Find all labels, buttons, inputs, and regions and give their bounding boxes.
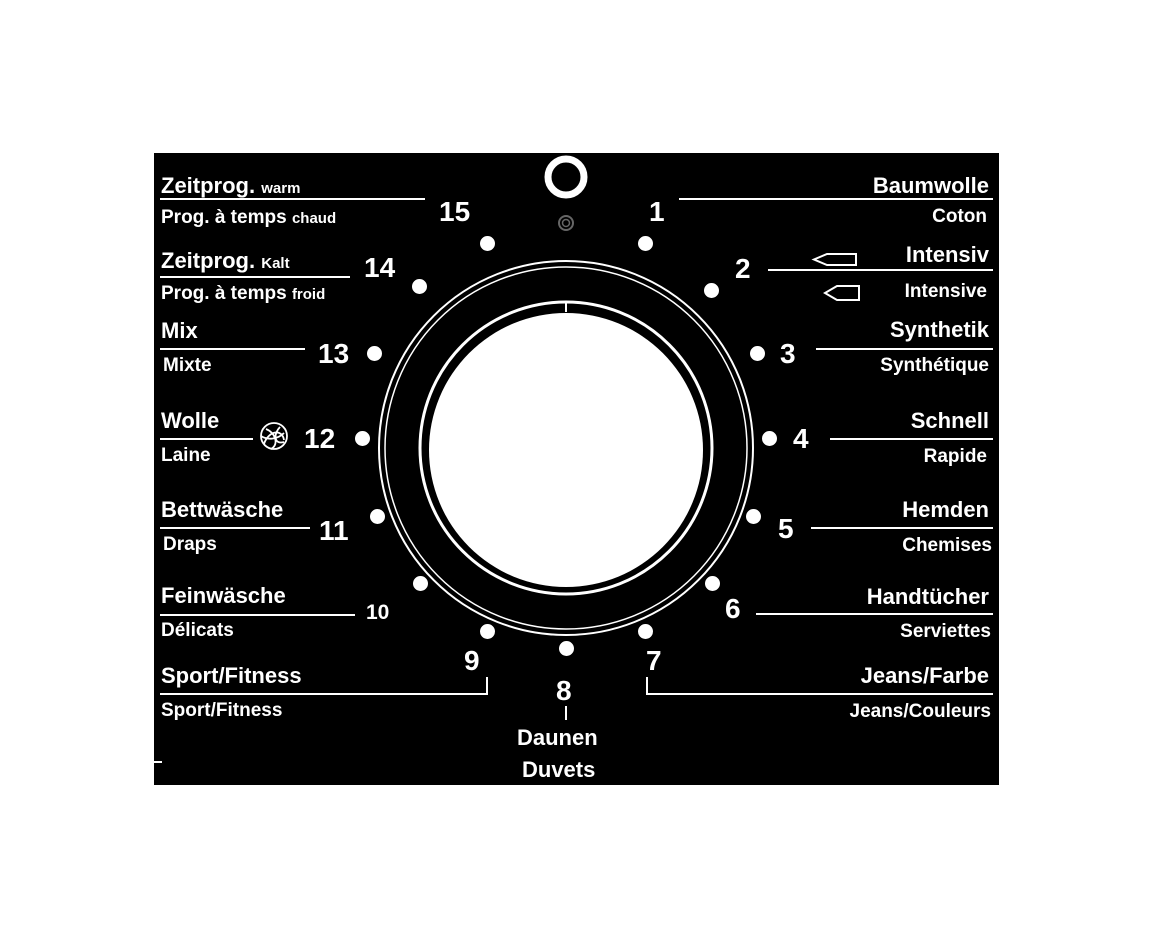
separator-12 xyxy=(160,438,253,440)
program-label-fr-14: Prog. à temps froid xyxy=(161,283,326,304)
program-number-10: 10 xyxy=(366,601,390,624)
program-label-fr-15: Prog. à temps chaud xyxy=(161,207,337,228)
separator-2 xyxy=(768,269,993,271)
program-label-de-6: Handtücher xyxy=(866,584,989,609)
program-label-de-11: Bettwäsche xyxy=(161,497,284,522)
separator-9 xyxy=(160,693,488,695)
program-selector-panel: 1 2 3 4 5 6 7 8 9 10 11 12 13 14 15 Baum… xyxy=(154,153,999,785)
dot-9 xyxy=(480,624,495,639)
program-label-de-13: Mix xyxy=(161,318,198,343)
separator-10 xyxy=(160,614,355,616)
program-label-fr-2: Intensive xyxy=(904,281,987,302)
program-number-15: 15 xyxy=(439,196,471,227)
separator-8 xyxy=(565,706,567,720)
dot-1 xyxy=(638,236,653,251)
dot-5 xyxy=(746,509,761,524)
dot-11 xyxy=(370,509,385,524)
program-number-13: 13 xyxy=(318,338,350,369)
program-label-fr-7: Jeans/Couleurs xyxy=(849,701,992,722)
program-label-fr-1: Coton xyxy=(932,206,987,227)
program-number-7: 7 xyxy=(646,645,662,676)
program-label-de-3: Synthetik xyxy=(889,317,989,342)
program-number-14: 14 xyxy=(364,252,396,283)
program-label-fr-6: Serviettes xyxy=(900,621,991,642)
program-label-de-9: Sport/Fitness xyxy=(161,663,302,688)
separator-1 xyxy=(679,198,993,200)
program-label-de-14: Zeitprog. Kalt xyxy=(161,248,290,273)
dial-inner-ring xyxy=(384,266,748,630)
program-number-11: 11 xyxy=(319,515,349,546)
dot-14 xyxy=(412,279,427,294)
wool-ball-icon xyxy=(260,422,288,450)
program-number-6: 6 xyxy=(725,593,741,624)
program-number-1: 1 xyxy=(649,196,665,227)
program-label-fr-12: Laine xyxy=(161,445,211,466)
program-number-3: 3 xyxy=(780,338,796,369)
dial-outer-ring xyxy=(378,260,754,636)
separator-14 xyxy=(160,276,350,278)
program-number-9: 9 xyxy=(464,645,480,676)
separator-11 xyxy=(160,527,310,529)
program-number-5: 5 xyxy=(778,513,794,544)
separator-3 xyxy=(816,348,993,350)
program-label-de-4: Schnell xyxy=(910,408,989,433)
program-label-fr-11: Draps xyxy=(163,534,217,555)
separator-5 xyxy=(811,527,993,529)
program-label-fr-5: Chemises xyxy=(902,535,992,556)
program-number-2: 2 xyxy=(735,253,751,284)
separator-15 xyxy=(160,198,425,200)
program-label-fr-13: Mixte xyxy=(163,355,212,376)
program-number-12: 12 xyxy=(304,423,336,454)
separator-6 xyxy=(756,613,993,615)
dot-7 xyxy=(638,624,653,639)
program-label-de-15: Zeitprog. warm xyxy=(161,173,301,198)
separator-13 xyxy=(160,348,305,350)
program-label-fr-10: Délicats xyxy=(161,620,234,641)
dot-6 xyxy=(705,576,720,591)
dot-2 xyxy=(704,283,719,298)
program-label-fr-8: Duvets xyxy=(522,757,596,782)
separator-4 xyxy=(830,438,993,440)
dot-4 xyxy=(762,431,777,446)
dot-12 xyxy=(355,431,370,446)
dot-15 xyxy=(480,236,495,251)
program-number-8: 8 xyxy=(556,675,572,706)
program-label-de-12: Wolle xyxy=(161,408,220,433)
program-label-de-10: Feinwäsche xyxy=(161,583,286,608)
program-dial[interactable] xyxy=(154,153,999,785)
program-number-4: 4 xyxy=(793,423,809,454)
dot-3 xyxy=(750,346,765,361)
program-label-de-5: Hemden xyxy=(902,497,989,522)
program-label-de-8: Daunen xyxy=(517,725,598,750)
tag-label-icon xyxy=(811,253,860,301)
program-label-de-1: Baumwolle xyxy=(872,173,989,198)
program-label-fr-9: Sport/Fitness xyxy=(161,700,283,721)
program-label-de-7: Jeans/Farbe xyxy=(860,663,989,688)
dot-10 xyxy=(413,576,428,591)
off-indicator-icon xyxy=(558,215,574,231)
dial-knob-ring xyxy=(418,300,714,596)
dot-8 xyxy=(559,641,574,656)
program-label-fr-4: Rapide xyxy=(923,446,987,467)
program-label-de-2: Intensiv xyxy=(905,242,989,267)
separator-7 xyxy=(646,693,993,695)
program-label-fr-3: Synthétique xyxy=(880,355,989,376)
dial-knob[interactable] xyxy=(429,313,703,587)
power-off-ring-icon xyxy=(544,155,588,199)
dot-13 xyxy=(367,346,382,361)
